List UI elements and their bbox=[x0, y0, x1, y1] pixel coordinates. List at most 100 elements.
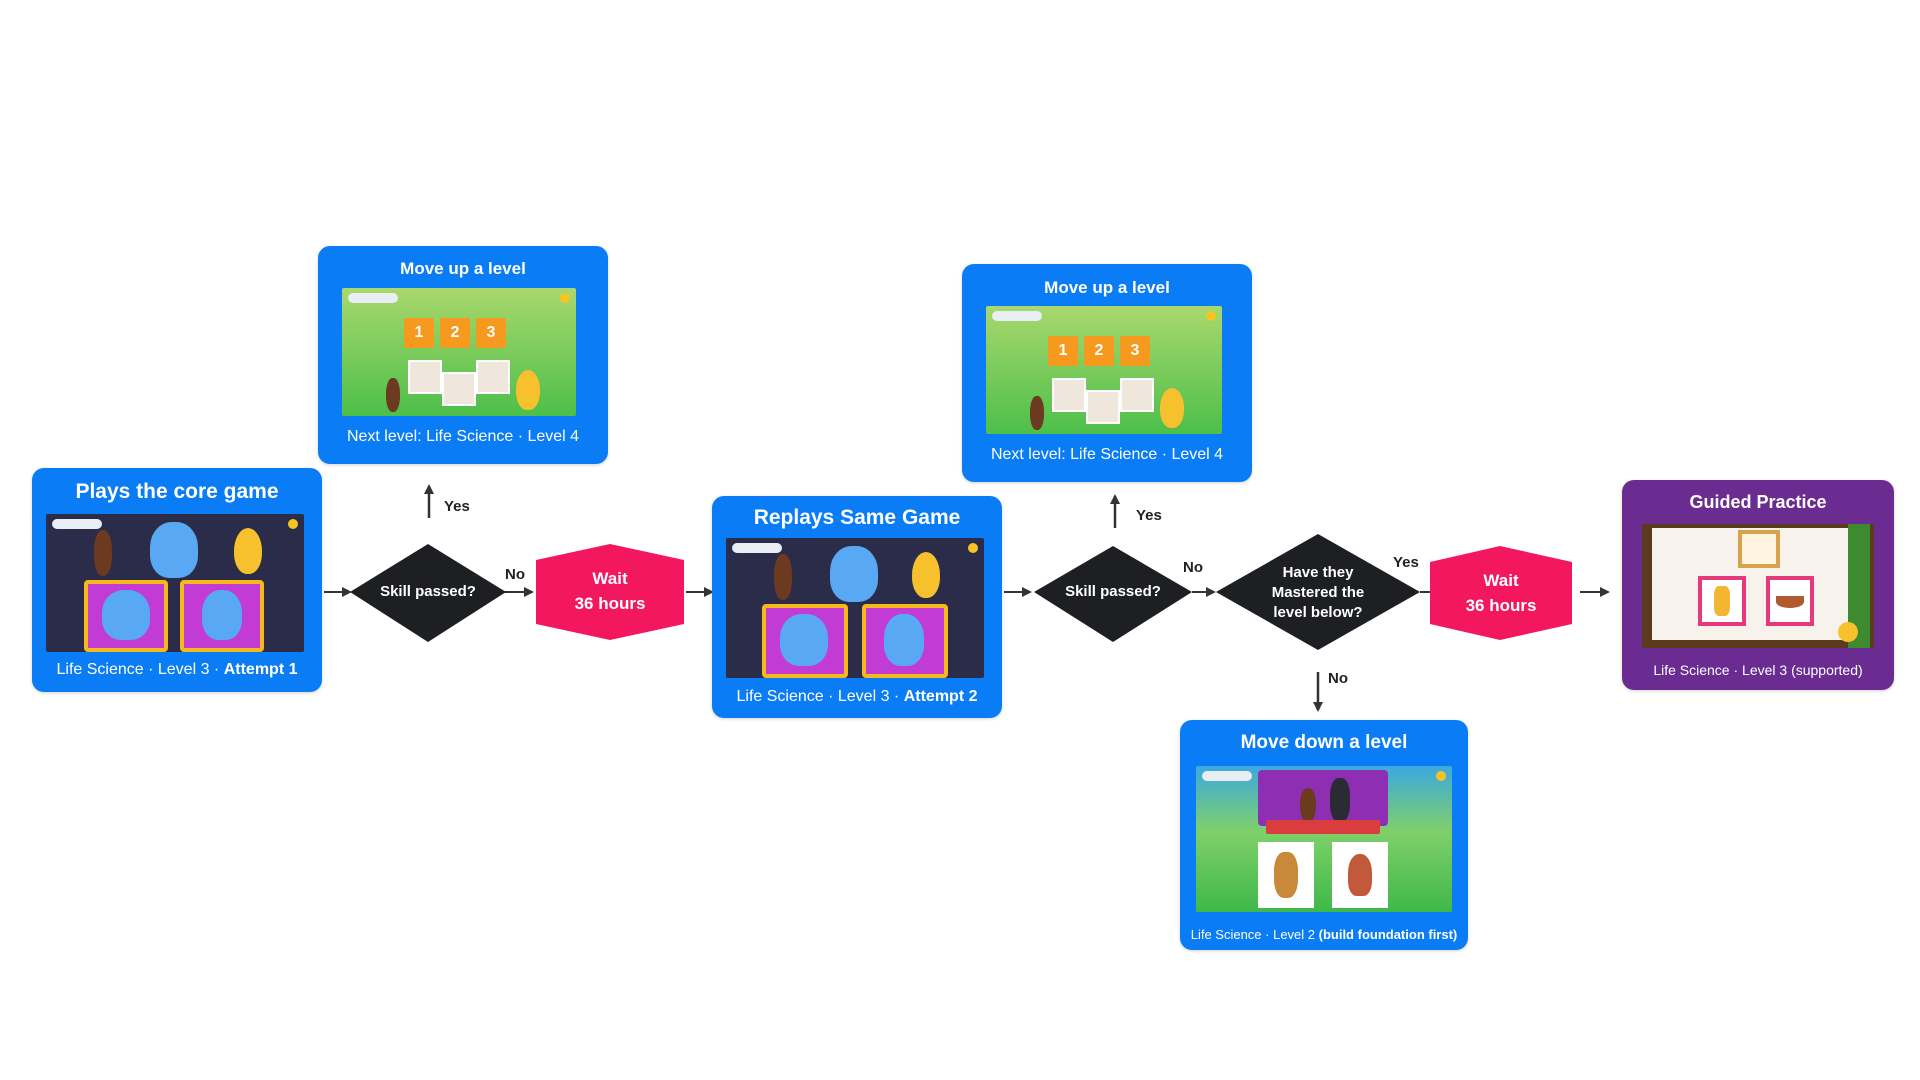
caption-prefix: Life Science · Level 3 · bbox=[736, 688, 904, 705]
food-bowl-icon bbox=[1776, 596, 1804, 608]
mastered-line-1: Have they bbox=[1282, 563, 1354, 581]
caption-attempt: Attempt 1 bbox=[223, 661, 298, 678]
number-tile-3[interactable]: 3 bbox=[476, 318, 506, 348]
wait-2-line-2: 36 hours bbox=[1465, 596, 1537, 615]
choice-card-hippo[interactable] bbox=[180, 580, 264, 652]
decision-diamond-mastered bbox=[1216, 534, 1420, 650]
photo-card-a[interactable] bbox=[408, 360, 442, 394]
child-character-icon bbox=[386, 378, 400, 412]
hud-bar bbox=[1202, 771, 1252, 781]
giraffe-icon bbox=[1714, 586, 1730, 616]
edge-label-no-3: No bbox=[1328, 670, 1348, 687]
edge-label-yes-3: Yes bbox=[1393, 554, 1419, 571]
move-up-2-screenshot: 1 2 3 bbox=[986, 306, 1222, 434]
card-replay-title: Replays Same Game bbox=[753, 506, 961, 529]
decision-diamond-skill-1 bbox=[350, 544, 506, 642]
card-move-up-1-caption: Next level: Life Science · Level 4 bbox=[346, 428, 580, 445]
choice-card-giraffe[interactable] bbox=[1698, 576, 1746, 626]
vase-icon bbox=[1348, 854, 1372, 896]
elephant-icon bbox=[102, 590, 150, 640]
edge-label-no-2: No bbox=[1183, 559, 1203, 576]
skill-check-2-label: Skill passed? bbox=[1065, 582, 1161, 600]
duck-character-icon bbox=[516, 370, 540, 410]
photo-card-a[interactable] bbox=[1052, 378, 1086, 412]
number-tile-2[interactable]: 2 bbox=[440, 318, 470, 348]
choice-card-elephant[interactable] bbox=[84, 580, 168, 652]
choice-card-vase[interactable] bbox=[1332, 842, 1388, 908]
coin-icon bbox=[560, 293, 570, 303]
cat-magician-icon bbox=[1330, 778, 1350, 822]
child-character-icon bbox=[1030, 396, 1044, 430]
hud-bar bbox=[992, 311, 1042, 321]
child-character-icon bbox=[774, 554, 792, 600]
hippo-icon bbox=[202, 590, 242, 640]
tiger-icon bbox=[1274, 852, 1298, 898]
card-guided-practice-caption: Life Science · Level 3 (supported) bbox=[1653, 662, 1863, 678]
card-move-down-caption: Life Science · Level 2 (build foundation… bbox=[1180, 927, 1468, 942]
card-core-game: Plays the core game Life Science · Level… bbox=[32, 468, 322, 692]
mastered-line-2: Mastered the bbox=[1271, 583, 1365, 601]
vine-decoration bbox=[1848, 524, 1870, 648]
move-down-screenshot bbox=[1196, 766, 1452, 912]
card-move-up-2-caption: Next level: Life Science · Level 4 bbox=[990, 446, 1224, 463]
choice-card-tiger[interactable] bbox=[1258, 842, 1314, 908]
choice-card-food-bowl[interactable] bbox=[1766, 576, 1814, 626]
duck-character-icon bbox=[234, 528, 262, 574]
target-card bbox=[1738, 530, 1780, 568]
wait-1-label: Wait 36 hours bbox=[540, 560, 680, 624]
card-core-game-title: Plays the core game bbox=[75, 480, 279, 503]
photo-card-b[interactable] bbox=[1086, 390, 1120, 424]
card-replay-caption: Life Science · Level 3 · Attempt 2 bbox=[712, 688, 1002, 706]
card-move-down: Move down a level Life Science · Level 2… bbox=[1180, 720, 1468, 950]
photo-card-b[interactable] bbox=[442, 372, 476, 406]
coin-icon bbox=[1436, 771, 1446, 781]
hud-bar bbox=[52, 519, 102, 529]
coin-icon bbox=[968, 543, 978, 553]
replay-screenshot bbox=[726, 538, 984, 678]
wait-hexagon-1 bbox=[536, 544, 684, 640]
card-move-up-2-title: Move up a level bbox=[1044, 278, 1170, 297]
number-tile-1[interactable]: 1 bbox=[404, 318, 434, 348]
hippo-character-icon bbox=[830, 546, 878, 602]
skill-check-1-label: Skill passed? bbox=[380, 582, 476, 600]
stage-table bbox=[1266, 820, 1380, 834]
child-character-icon bbox=[94, 530, 112, 576]
edge-label-no-1: No bbox=[505, 566, 525, 583]
coin-icon bbox=[288, 519, 298, 529]
card-replay: Replays Same Game Life Science · Level 3… bbox=[712, 496, 1002, 718]
number-tile-3[interactable]: 3 bbox=[1120, 336, 1150, 366]
photo-card-c[interactable] bbox=[476, 360, 510, 394]
move-up-1-screenshot: 1 2 3 bbox=[342, 288, 576, 416]
card-guided-practice: Guided Practice Life Science · Level 3 (… bbox=[1622, 480, 1894, 690]
hippo-icon bbox=[884, 614, 924, 666]
caption-prefix: Life Science · Level 3 · bbox=[56, 661, 224, 678]
card-guided-practice-title: Guided Practice bbox=[1689, 492, 1827, 512]
hud-bar bbox=[732, 543, 782, 553]
wait-1-line-1: Wait bbox=[592, 569, 628, 589]
wait-hexagon-2 bbox=[1430, 546, 1572, 640]
wait-2-label: Wait 36 hours bbox=[1432, 562, 1570, 626]
duck-character-icon bbox=[1160, 388, 1184, 428]
guided-practice-screenshot bbox=[1642, 524, 1874, 648]
photo-card-c[interactable] bbox=[1120, 378, 1154, 412]
hud-bar bbox=[348, 293, 398, 303]
stage-curtain bbox=[1258, 770, 1388, 826]
caption-bold: (build foundation first) bbox=[1318, 927, 1458, 942]
card-core-game-caption: Life Science · Level 3 · Attempt 1 bbox=[32, 661, 322, 679]
wait-1-line-2: 36 hours bbox=[574, 594, 646, 613]
choice-card-hippo[interactable] bbox=[862, 604, 948, 678]
mastered-line-3: level below? bbox=[1273, 604, 1363, 622]
duck-character-icon bbox=[912, 552, 940, 598]
card-move-up-2: Move up a level 1 2 3 Next level: Life S… bbox=[962, 264, 1252, 482]
number-tile-2[interactable]: 2 bbox=[1084, 336, 1114, 366]
card-move-up-1: Move up a level 1 2 3 Next level: Life S… bbox=[318, 246, 608, 464]
edge-label-yes-2: Yes bbox=[1136, 507, 1162, 524]
caption-attempt: Attempt 2 bbox=[903, 688, 978, 705]
choice-card-elephant[interactable] bbox=[762, 604, 848, 678]
wait-2-line-1: Wait bbox=[1483, 571, 1519, 591]
edge-label-yes-1: Yes bbox=[444, 498, 470, 515]
caption-prefix: Life Science · Level 2 bbox=[1190, 927, 1319, 942]
number-tile-1[interactable]: 1 bbox=[1048, 336, 1078, 366]
